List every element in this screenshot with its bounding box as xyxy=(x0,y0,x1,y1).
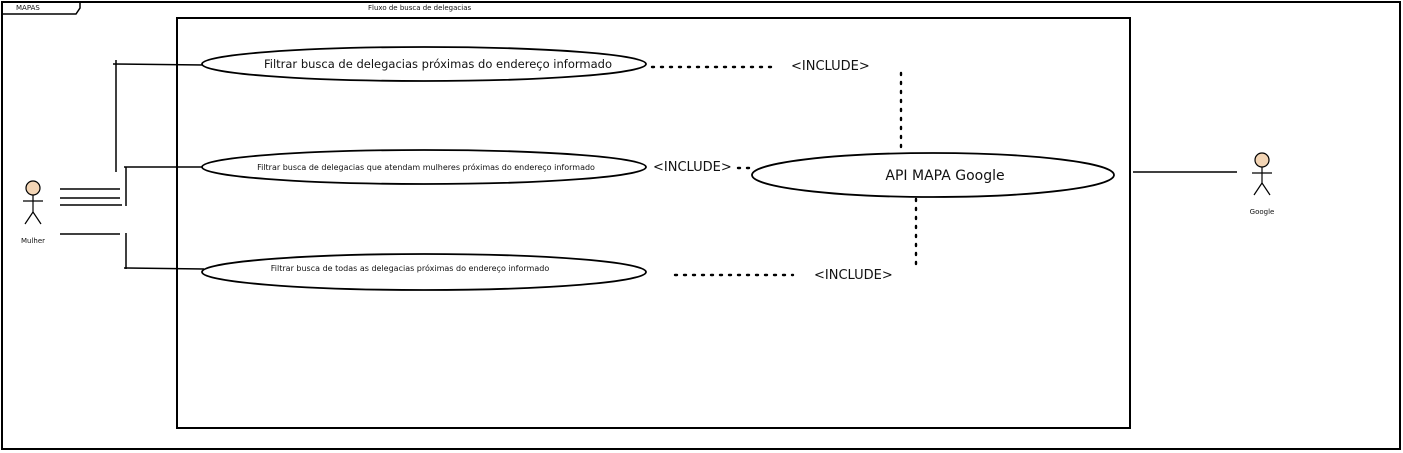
actor-mulher-label: Mulher xyxy=(21,237,45,245)
system-title: Fluxo de busca de delegacias xyxy=(368,4,472,12)
frame-tab-label: MAPAS xyxy=(16,4,40,12)
api-use-case-label: API MAPA Google xyxy=(885,168,1004,184)
actor-google-head xyxy=(1254,152,1270,168)
actor-mulher[interactable] xyxy=(23,180,43,225)
api-use-case[interactable] xyxy=(751,152,1115,198)
include-label-2: <INCLUDE> xyxy=(653,160,732,175)
use-case-3-label: Filtrar busca de todas as delegacias pró… xyxy=(271,263,550,273)
include-label-1: <INCLUDE> xyxy=(791,59,870,74)
actor-google[interactable] xyxy=(1252,152,1272,196)
system-boundary xyxy=(176,17,1131,429)
use-case-1-label: Filtrar busca de delegacias próximas do … xyxy=(264,57,612,71)
frame-tab xyxy=(1,2,81,15)
use-case-2[interactable] xyxy=(201,149,647,185)
use-case-2-label: Filtrar busca de delegacias que atendam … xyxy=(257,162,595,172)
actor-google-label: Google xyxy=(1250,208,1275,216)
use-case-1[interactable] xyxy=(201,46,647,82)
actor-mulher-head xyxy=(25,180,41,196)
include-connectors xyxy=(650,65,918,277)
actor-mulher-connectors xyxy=(60,60,205,270)
include-label-3: <INCLUDE> xyxy=(814,268,893,283)
use-case-3[interactable] xyxy=(201,253,647,291)
